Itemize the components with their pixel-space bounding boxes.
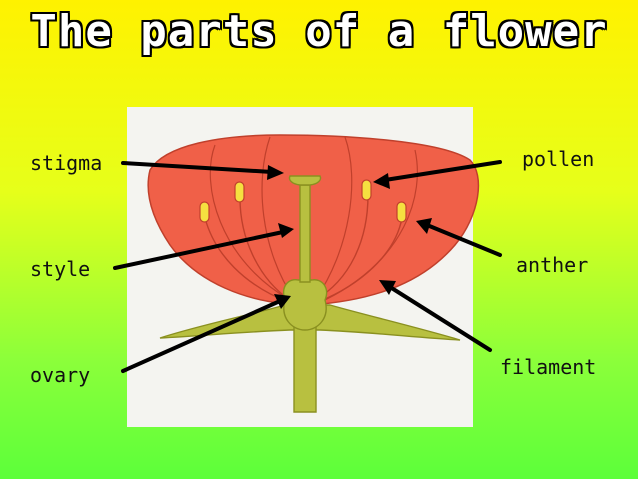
- petal-line: [314, 136, 353, 301]
- arrow-anther: [425, 223, 502, 257]
- arrow-ovary: [121, 299, 282, 373]
- arrow-stigma: [121, 161, 274, 174]
- petal-line: [261, 136, 296, 301]
- label-stigma: stigma: [30, 151, 103, 175]
- anther: [396, 201, 407, 223]
- pistil: [159, 175, 461, 413]
- arrow-style-head: [278, 223, 294, 238]
- label-style: style: [30, 257, 91, 281]
- arrow-pollen-head: [373, 173, 390, 189]
- arrow-style: [113, 230, 285, 270]
- label-arrows: [113, 160, 502, 373]
- label-filament: filament: [500, 355, 597, 379]
- stem: [293, 319, 317, 413]
- arrow-anther-head: [416, 218, 432, 234]
- label-pollen: pollen: [522, 147, 595, 171]
- arrow-stigma-head: [267, 165, 284, 180]
- page-title: The parts of a flower: [30, 6, 608, 57]
- petal-line: [209, 144, 291, 301]
- stigma: [288, 175, 322, 186]
- arrow-pollen: [383, 160, 502, 182]
- anther: [234, 181, 245, 203]
- ovary: [283, 278, 328, 331]
- arrow-ovary-head: [274, 294, 291, 309]
- label-anther: anther: [516, 253, 589, 277]
- anther: [199, 201, 210, 223]
- anthers: [199, 179, 407, 223]
- style: [299, 184, 311, 283]
- arrow-filament: [388, 285, 492, 352]
- anther: [361, 179, 372, 201]
- label-ovary: ovary: [30, 363, 91, 387]
- arrow-filament-head: [379, 280, 396, 295]
